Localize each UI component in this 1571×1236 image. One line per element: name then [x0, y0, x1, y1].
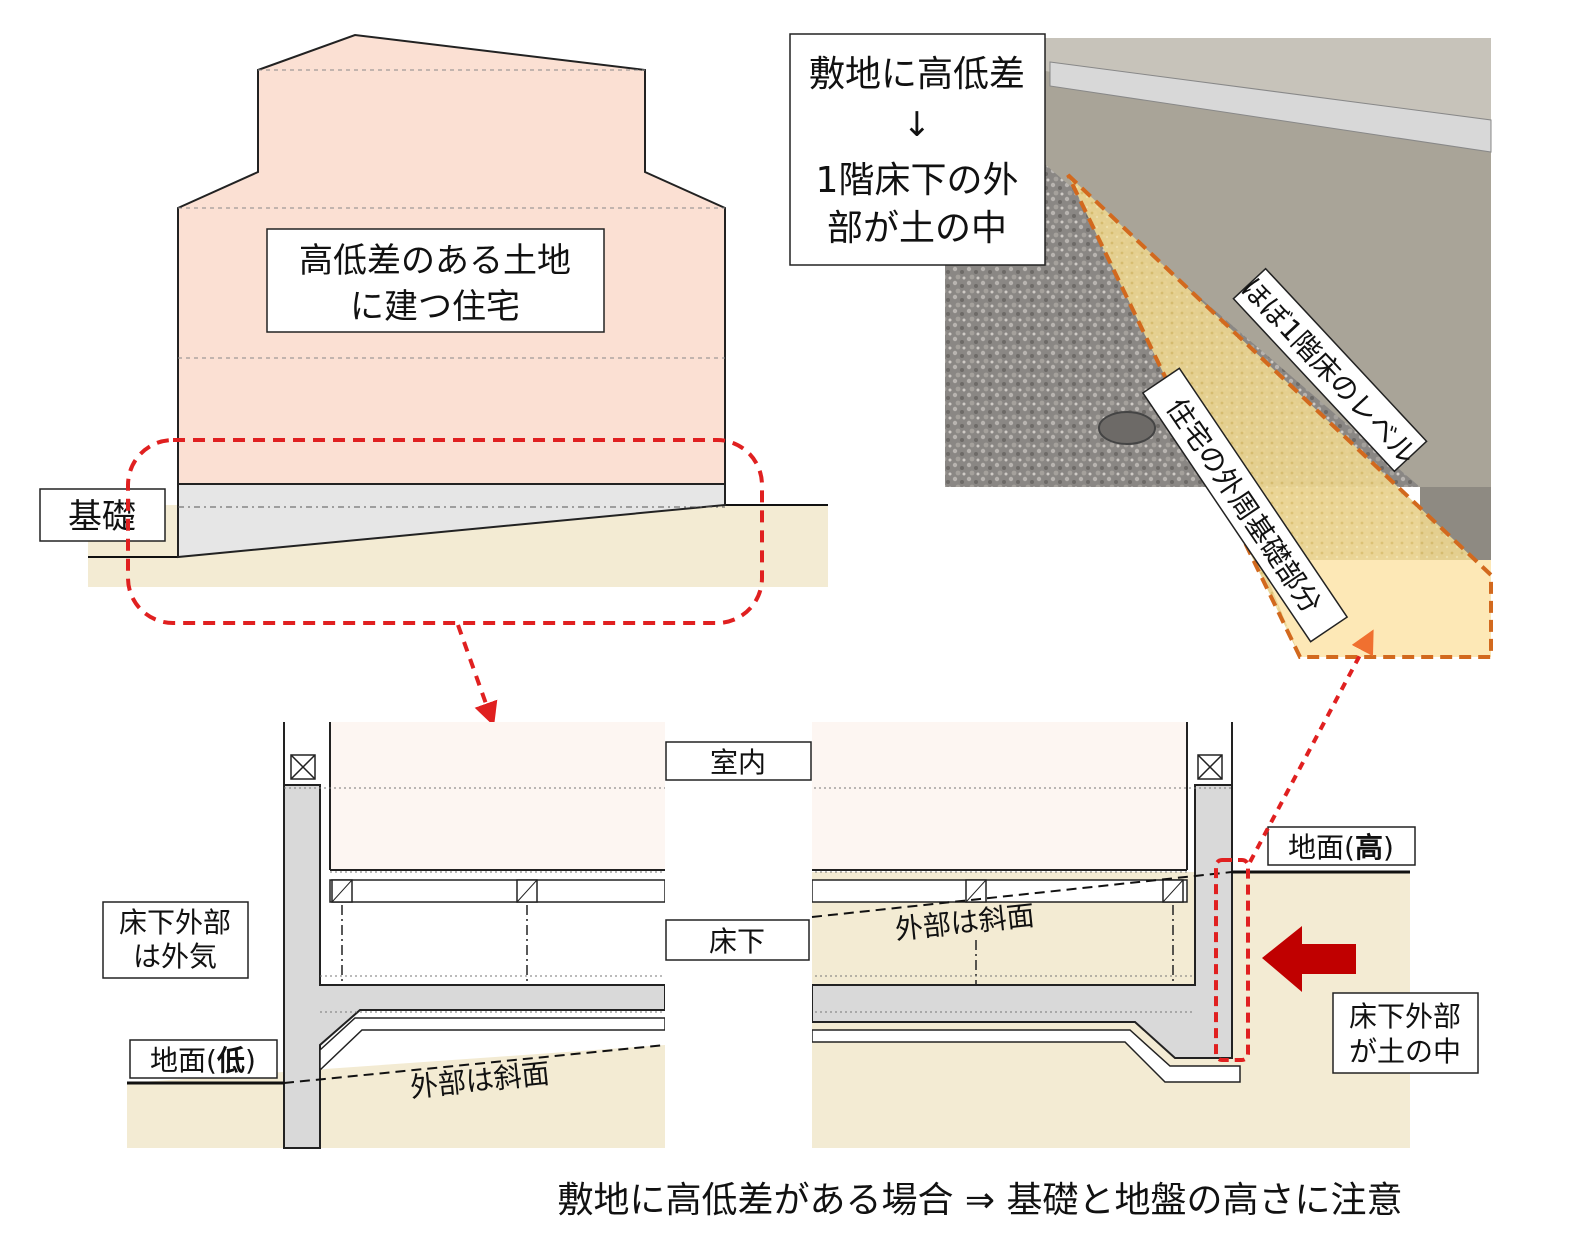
underfloor-label-box [665, 919, 810, 961]
left-note-line1: 床下外部 [119, 906, 231, 939]
callout-line3: 部が土の中 [827, 208, 1007, 249]
slope-dashed-upper [811, 871, 1233, 918]
soil-left [127, 1045, 665, 1148]
down-arrow-icon: ↓ [903, 105, 932, 145]
right-note-box [1332, 992, 1479, 1074]
wall-highlight [1214, 858, 1250, 1062]
left-note-line2: は外気 [133, 940, 217, 973]
foundation-block [177, 483, 726, 559]
foundation-label: 基礎 [68, 497, 136, 537]
callout-line2: 1階床下の外 [816, 160, 1019, 201]
site-photo: 敷地に高低差 ↓ 1階床下の外 部が土の中 ほぼ1階床のレベル 住宅の外周基礎部… [789, 33, 1493, 659]
photo-wall [1040, 38, 1491, 487]
left-note-box [102, 901, 249, 979]
photo-flashing [1049, 61, 1492, 153]
room-fill [330, 722, 665, 870]
ground-low-box [129, 1039, 278, 1079]
ground-high-box [1267, 826, 1416, 866]
sleeper-icon [1162, 879, 1184, 903]
house-label-line1: 高低差のある土地 [299, 241, 571, 281]
right-slab-insulation [811, 1029, 1241, 1083]
cross-box-icon [1197, 754, 1223, 780]
right-note-line1: 床下外部 [1349, 1000, 1461, 1033]
house-label-line2: に建つ住宅 [350, 287, 520, 327]
dashed-arrow-icon [456, 624, 498, 727]
ground-low-label: 地面(低) [150, 1044, 256, 1077]
left-foundation [283, 784, 666, 1149]
sleeper-icon [331, 879, 353, 903]
joist-band [329, 879, 666, 903]
right-foundation [811, 784, 1233, 1059]
house-label-box [266, 228, 605, 333]
soil-highlight [1068, 175, 1491, 657]
underfloor-label: 床下 [709, 925, 765, 958]
ground-high-label: 地面(高) [1288, 831, 1394, 864]
room-fill [812, 722, 1187, 870]
caption: 敷地に高低差がある場合 ⇒ 基礎と地盤の高さに注意 [557, 1180, 1402, 1221]
sleeper-icon [965, 879, 987, 903]
callout-box [789, 33, 1046, 266]
room-label-box [665, 741, 812, 781]
sleeper-icon [516, 879, 538, 903]
right-note-line2: が土の中 [1349, 1035, 1461, 1068]
left-arrow-icon [1262, 926, 1356, 992]
dashed-arrow-icon [1248, 629, 1374, 863]
manhole-cover [1098, 411, 1156, 445]
cross-section: 室内 床下 外部は斜面 外部は斜面 地面(高) 地面(低) 床下外部 は外気 床… [102, 629, 1479, 1155]
callout-line1: 敷地に高低差 [809, 54, 1025, 95]
room-label: 室内 [710, 746, 766, 779]
house-elevation: 高低差のある土地 に建つ住宅 基礎 [39, 33, 828, 727]
highlight-dashed-outline [126, 438, 764, 625]
foundation-label-box [39, 488, 166, 542]
cross-box-icon [290, 754, 316, 780]
